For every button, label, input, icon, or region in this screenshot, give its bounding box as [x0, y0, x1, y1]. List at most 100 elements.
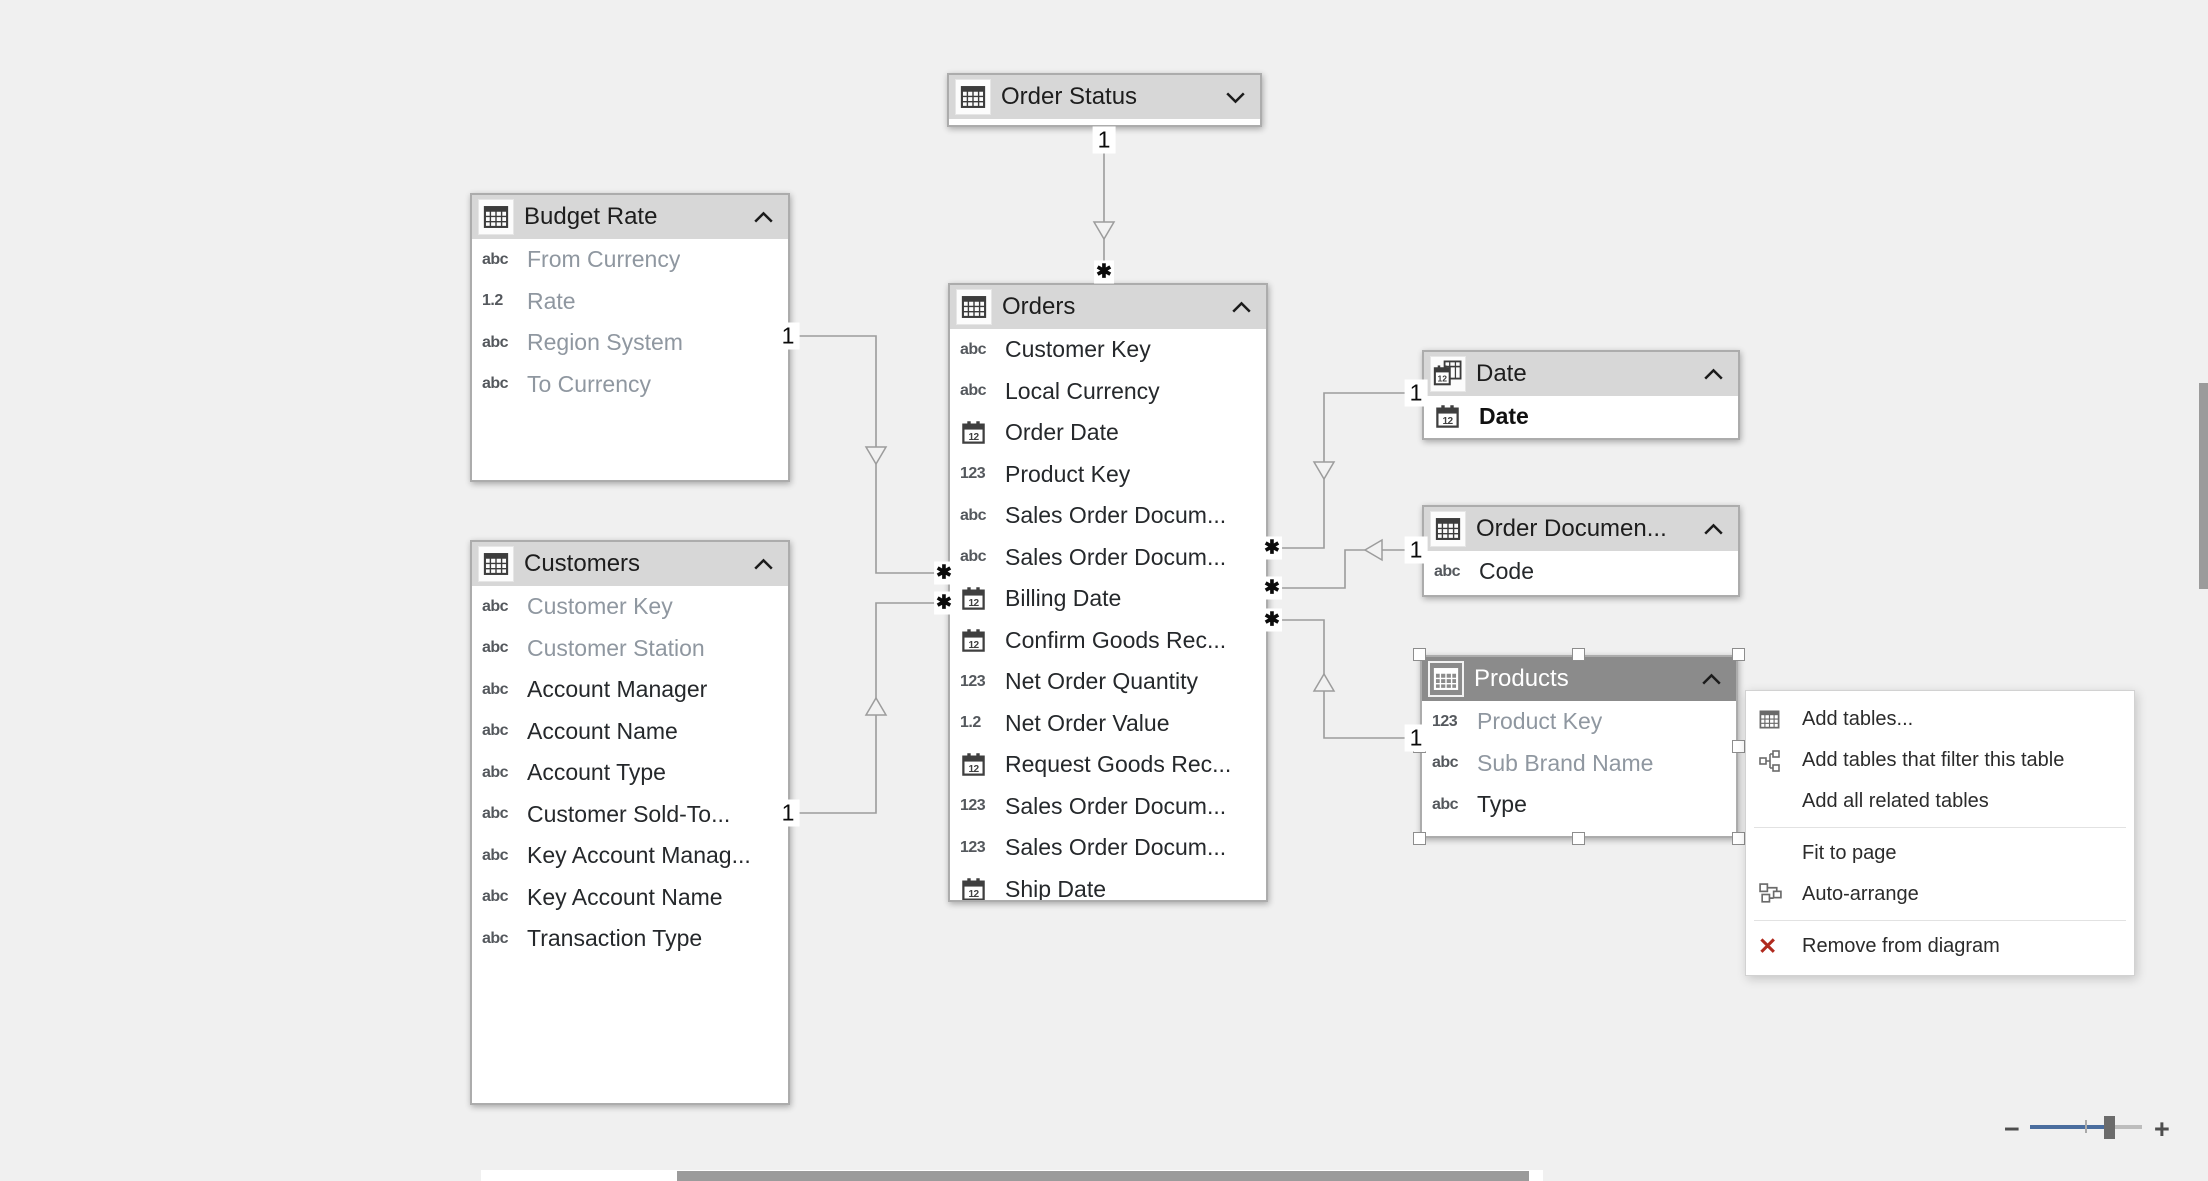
vertical-scrollbar-thumb[interactable]	[2199, 383, 2208, 589]
zoom-in-button[interactable]: +	[2154, 1114, 2170, 1144]
filter-direction-arrow	[864, 696, 888, 716]
text-field-icon: abc	[1432, 795, 1459, 813]
table-header-customers[interactable]: Customers	[472, 542, 788, 586]
chevron-up-icon[interactable]	[1698, 359, 1728, 389]
relationship-line[interactable]	[1270, 619, 1421, 739]
relationship-line[interactable]	[790, 602, 946, 814]
menu-item-add-all-related-tables[interactable]: Add all related tables	[1746, 781, 2134, 822]
menu-item-fit-to-page[interactable]: Fit to page	[1746, 833, 2134, 874]
menu-item-remove-from-diagram[interactable]: ✕ Remove from diagram	[1746, 926, 2134, 967]
table-icon	[1428, 661, 1464, 697]
relationship-line[interactable]	[790, 335, 946, 574]
menu-item-add-tables[interactable]: Add tables...	[1746, 699, 2134, 740]
relationship-line[interactable]	[1270, 392, 1423, 549]
zoom-slider-track-filled[interactable]	[2030, 1125, 2106, 1129]
menu-item-auto-arrange[interactable]: Auto-arrange	[1746, 874, 2134, 915]
selection-handle-s[interactable]	[1572, 832, 1585, 845]
filter-direction-arrow	[1363, 538, 1383, 562]
chevron-up-icon[interactable]	[748, 202, 778, 232]
table-header-budget-rate[interactable]: Budget Rate	[472, 195, 788, 239]
field-label: Order Date	[1005, 419, 1119, 446]
chevron-down-icon[interactable]	[1220, 82, 1250, 112]
zoom-slider-track[interactable]	[2106, 1125, 2142, 1129]
whole-number-field-icon: 123	[1432, 712, 1458, 730]
horizontal-scrollbar-thumb[interactable]	[677, 1171, 1529, 1181]
table-header-orders[interactable]: Orders	[950, 285, 1266, 329]
table-header-products[interactable]: Products	[1422, 657, 1736, 701]
chevron-up-icon[interactable]	[1696, 664, 1726, 694]
zoom-slider-midpoint-tick	[2085, 1120, 2087, 1133]
field-label: Sales Order Docum...	[1005, 792, 1227, 819]
table-header-order-documents[interactable]: Order Documen...	[1424, 507, 1738, 551]
field-label: Rate	[527, 287, 576, 314]
zoom-out-button[interactable]: −	[2004, 1114, 2020, 1144]
menu-item-label: Remove from diagram	[1802, 935, 2000, 957]
chevron-up-icon[interactable]	[1226, 292, 1256, 322]
horizontal-scrollbar-track[interactable]	[481, 1170, 1543, 1181]
svg-text:12: 12	[1442, 416, 1453, 427]
selection-handle-nw[interactable]	[1413, 648, 1426, 661]
field-label: Customer Key	[527, 593, 673, 620]
selection-handle-ne[interactable]	[1732, 648, 1745, 661]
cardinality-many-label: ✱	[934, 561, 954, 585]
field-label: Sales Order Docum...	[1005, 543, 1227, 570]
table-order-status[interactable]: Order Status	[947, 73, 1262, 127]
table-header-order-status[interactable]: Order Status	[949, 75, 1260, 119]
menu-item-add-tables-that-filter-this-table[interactable]: Add tables that filter this table	[1746, 740, 2134, 781]
chevron-up-icon[interactable]	[748, 549, 778, 579]
field-row[interactable]: 1.2 Rate	[472, 281, 788, 323]
field-label: Account Name	[527, 717, 678, 744]
selection-handle-n[interactable]	[1572, 648, 1585, 661]
relationship-line[interactable]	[1270, 549, 1423, 589]
selection-handle-se[interactable]	[1732, 832, 1745, 845]
chevron-up-icon[interactable]	[1698, 514, 1728, 544]
date-field-icon: 12	[960, 876, 996, 900]
text-field-icon: abc	[482, 639, 509, 657]
remove-icon: ✕	[1758, 933, 1778, 959]
decimal-field-icon: 1.2	[482, 292, 503, 310]
zoom-slider-thumb[interactable]	[2104, 1116, 2115, 1139]
selection-handle-sw[interactable]	[1413, 832, 1426, 845]
selection-handle-e[interactable]	[1732, 739, 1745, 753]
